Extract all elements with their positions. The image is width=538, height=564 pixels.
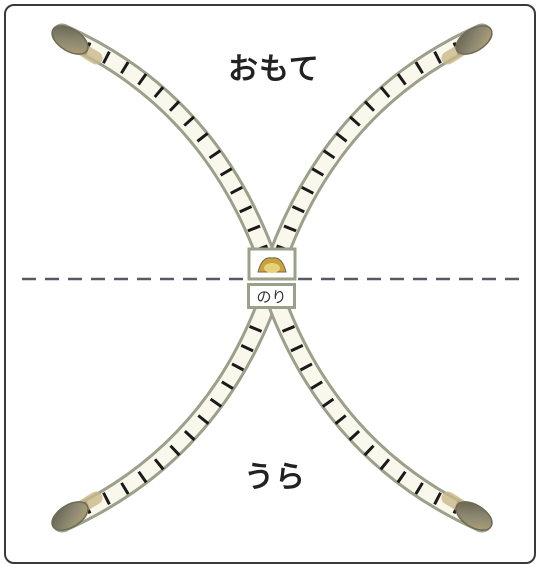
front-label: おもて bbox=[228, 44, 320, 88]
center-knot bbox=[249, 249, 295, 279]
glue-label: のり bbox=[256, 286, 286, 307]
strip-bottom-right bbox=[276, 300, 482, 522]
glue-tab: のり bbox=[247, 283, 296, 309]
back-label: うら bbox=[244, 452, 306, 496]
strip-bottom-left bbox=[62, 300, 268, 522]
